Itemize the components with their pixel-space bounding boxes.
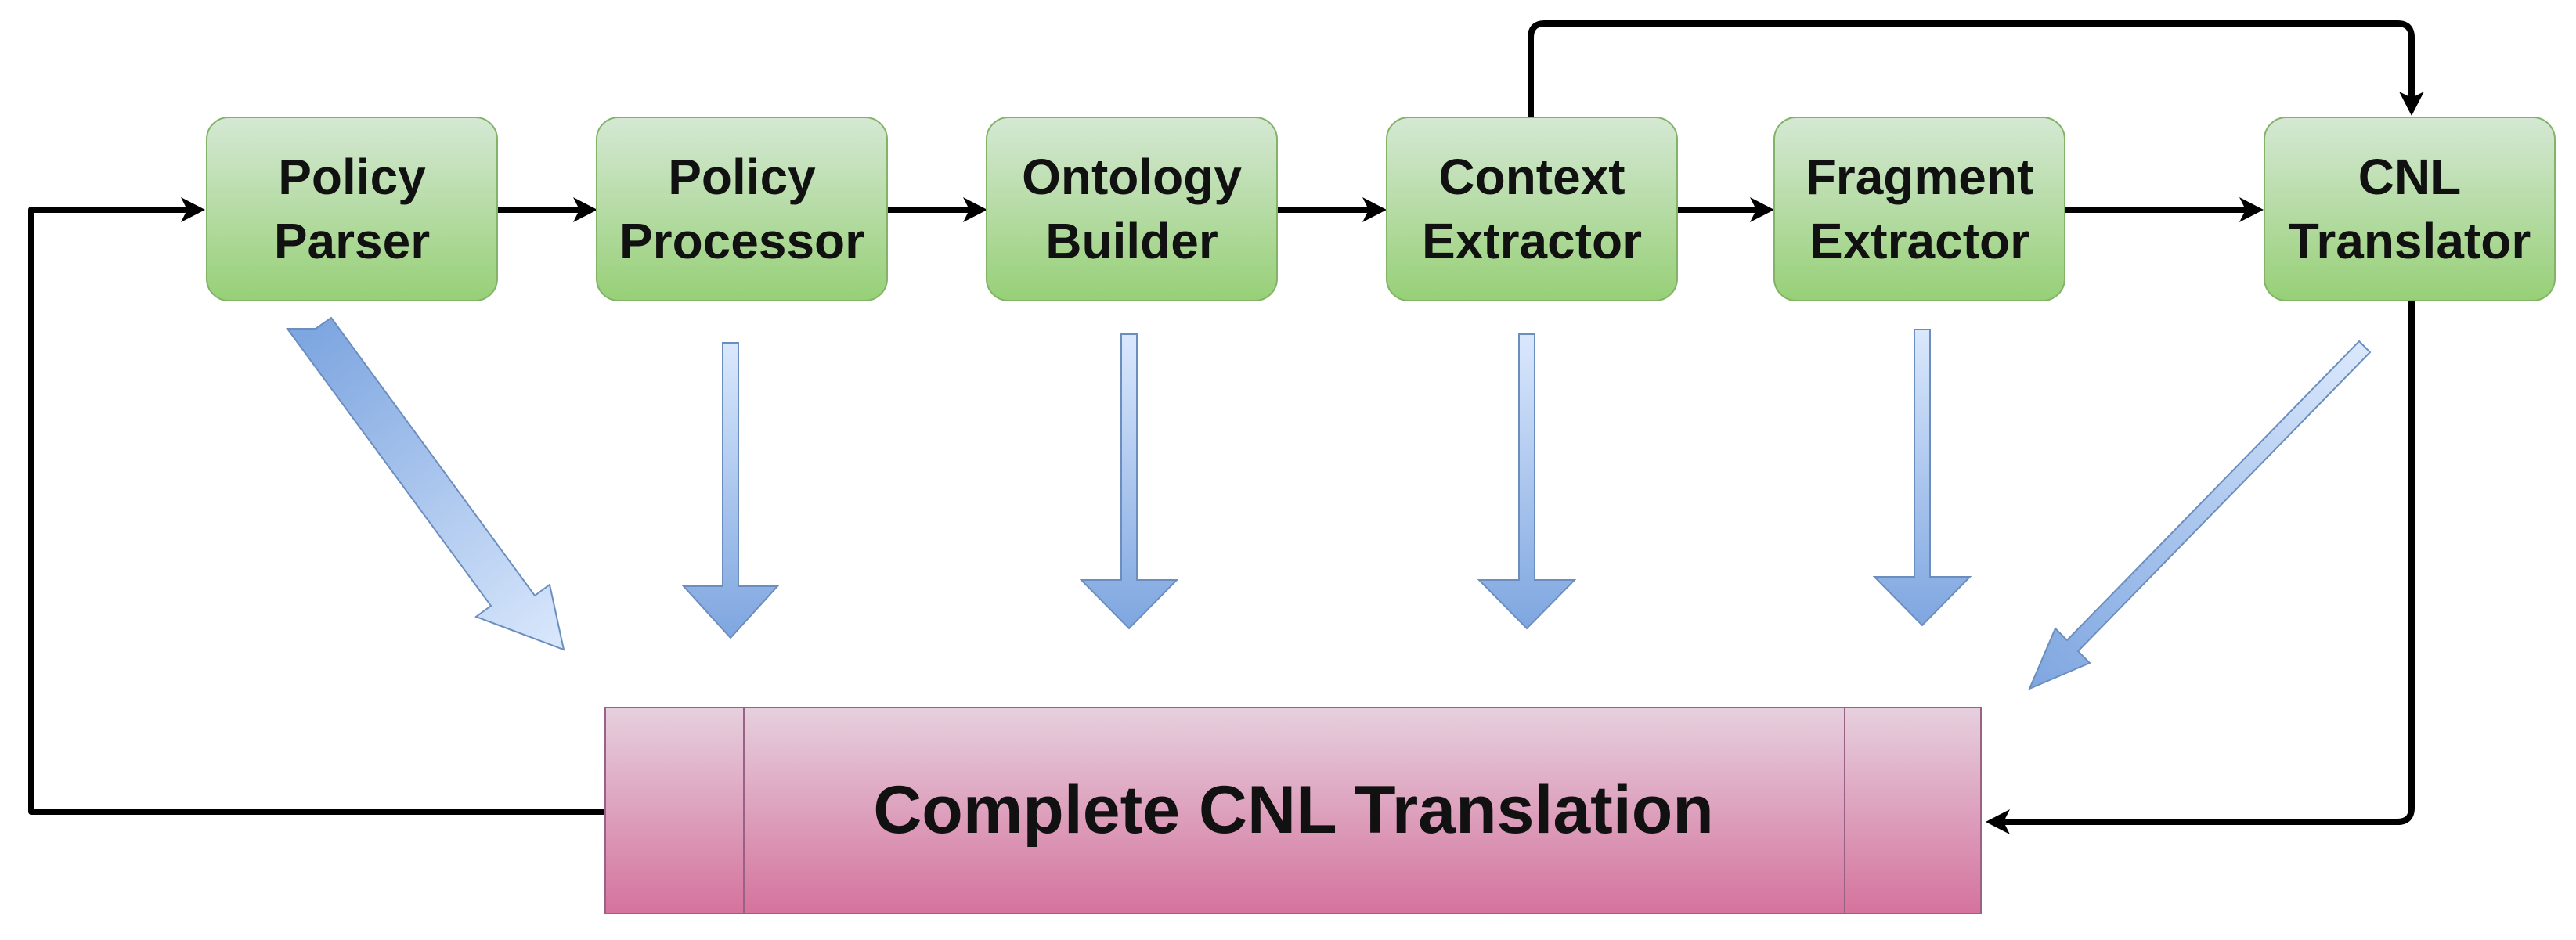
node-cnl-translator: CNL Translator	[2264, 117, 2556, 301]
node-label-line: Ontology	[1022, 149, 1242, 205]
contribution-arrow-ontology	[1079, 333, 1179, 630]
contribution-arrow-parser	[286, 316, 565, 651]
flow-arrow-context-to-cnl-bypass	[1528, 20, 2415, 121]
node-label-line: CNL	[2358, 149, 2462, 205]
flow-arrow-result-loop-back	[28, 207, 608, 815]
node-label-line: Translator	[2289, 213, 2531, 269]
node-label-line: Policy	[668, 149, 816, 205]
node-box	[206, 117, 498, 301]
node-label-line: Extractor	[1422, 213, 1642, 269]
result-box: Complete CNL Translation	[604, 707, 1982, 914]
arrowhead-icon	[181, 197, 205, 222]
node-box	[2264, 117, 2556, 301]
arrowhead-icon	[1750, 197, 1774, 222]
node-label-line: Parser	[274, 213, 430, 269]
node-label-line: Policy	[278, 149, 426, 205]
contribution-arrow-context	[1477, 333, 1577, 630]
arrowhead-icon	[1986, 809, 2010, 834]
arrowhead-icon	[2239, 197, 2264, 222]
contribution-arrow-processor	[681, 342, 780, 639]
arrowhead-icon	[1362, 197, 1387, 222]
arrowhead-icon	[963, 197, 987, 222]
arrowhead-icon	[573, 197, 597, 222]
process-nodes: PolicyParserPolicyProcessorOntologyBuild…	[206, 117, 2556, 301]
contribution-arrow-fragment	[1872, 329, 1972, 627]
flow-arrow-cnl-to-result	[2001, 298, 2415, 825]
node-box	[1773, 117, 2065, 301]
node-label-line: Builder	[1045, 213, 1218, 269]
node-label-line: Fragment	[1806, 149, 2034, 205]
contribution-arrows	[286, 316, 2372, 690]
node-label-line: Extractor	[1809, 213, 2029, 269]
result-label: Complete CNL Translation	[873, 773, 1714, 848]
node-box	[1386, 117, 1678, 301]
flow-connectors	[28, 20, 2424, 834]
node-label-line: Context	[1438, 149, 1625, 205]
node-label-line: Processor	[619, 213, 864, 269]
node-box	[596, 117, 888, 301]
arrowhead-icon	[2399, 92, 2424, 116]
contribution-arrow-translator	[2028, 340, 2372, 690]
node-box	[986, 117, 1278, 301]
